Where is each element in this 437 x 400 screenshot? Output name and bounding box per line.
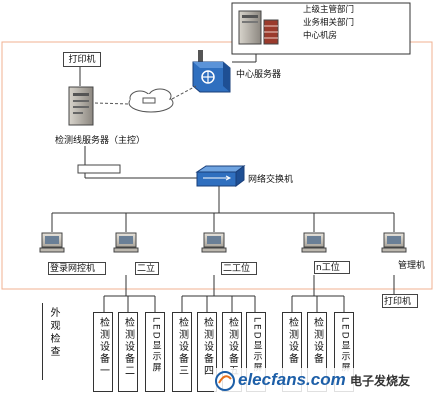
watermark-logo: elecfans.com 电子发烧友: [214, 368, 424, 394]
detection-server-label: 检测线服务器（主控）: [55, 136, 146, 146]
station-work2-label: 二工位: [223, 264, 251, 274]
server-icon: [68, 86, 94, 126]
device-col: 检测设备四: [197, 312, 217, 392]
dept-line-3: 中心机房: [303, 31, 338, 41]
led-label: LED显示屏: [150, 317, 161, 374]
central-server-label: 中心服务器: [236, 70, 282, 80]
watermark-cn: 电子发烧友: [350, 374, 411, 388]
outer-check-column: 外观检查: [42, 303, 64, 380]
station-2-label: 二立: [137, 264, 156, 274]
device-label: 检测设备五: [226, 317, 238, 377]
login-terminal-box: [48, 262, 106, 275]
brand-logo-icon: [215, 371, 235, 391]
device-label: 检测设备: [286, 317, 298, 365]
watermark-site: elecfans.com: [238, 370, 346, 389]
router-icon: [192, 50, 231, 93]
switch-icon: [195, 165, 246, 187]
printer-bottom-label: 打印机: [384, 297, 412, 307]
led-label: LED显示屏: [251, 317, 262, 374]
device-label: 检测设备四: [201, 317, 213, 377]
pc-icon-management: [381, 232, 407, 253]
cloud-icon: [128, 88, 174, 113]
device-col: 检测设备二: [118, 312, 138, 392]
led-label: LED显示屏: [339, 317, 350, 374]
printer-top-box: [63, 52, 101, 67]
device-label: 检测设备: [311, 317, 323, 365]
device-label: 检测设备二: [122, 317, 134, 377]
device-col: 检测设备一: [93, 312, 113, 392]
device-col: 检测设备三: [172, 312, 192, 392]
management-label: 管理机: [398, 261, 426, 271]
dept-line-2: 业务相关部门: [303, 18, 355, 28]
pc-icon-stationn: [301, 232, 327, 253]
login-terminal-label: 登录网控机: [50, 264, 96, 274]
device-label: 检测设备三: [176, 317, 188, 377]
outer-check-label: 外观检查: [48, 307, 59, 359]
device-label: 检测设备一: [97, 317, 109, 377]
printer-bottom-box: [382, 294, 418, 308]
dept-box: [231, 2, 411, 55]
dept-line-1: 上级主管部门: [303, 5, 355, 15]
station-n-label: n工位: [316, 263, 340, 273]
small-panel: [77, 164, 121, 174]
station-work2-box: [221, 262, 257, 275]
station-2-box: [135, 262, 159, 275]
pc-icon-work2: [201, 232, 227, 253]
dept-server-icon: [238, 10, 279, 45]
station-n-box: [314, 261, 350, 274]
printer-top-label: 打印机: [68, 55, 96, 65]
region-frame: [1, 41, 433, 290]
pc-icon-login: [39, 232, 65, 253]
switch-label: 网络交换机: [248, 175, 294, 185]
pc-icon-station2: [113, 232, 139, 253]
led-col: LED显示屏: [145, 312, 165, 392]
